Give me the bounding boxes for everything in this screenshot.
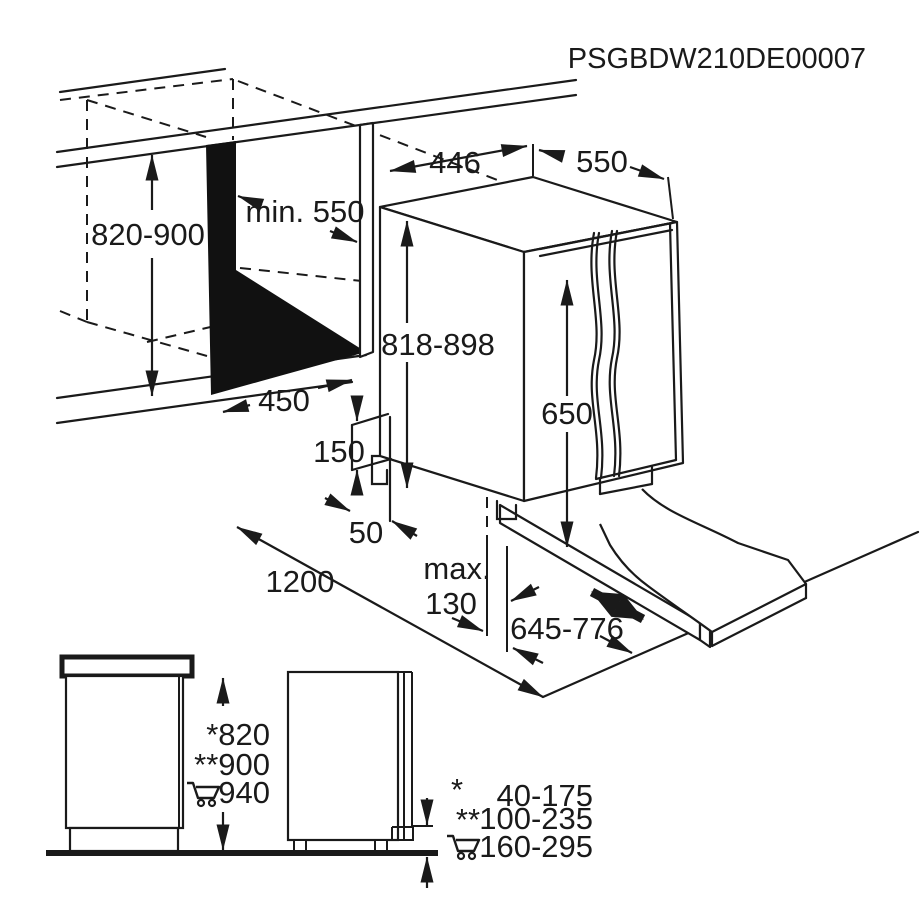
elevation-front-view: *820 **900 940 [59,654,270,853]
worktop-slab [59,654,195,679]
niche-height-label: 820-900 [91,217,205,252]
front-clearance-label: 1200 [266,564,335,599]
plinth [68,826,180,853]
adjustable-foot [293,839,307,852]
niche-right-wall [358,121,375,359]
sliding-plinth-panel [599,488,808,648]
countertop-lines [55,67,578,169]
legend-star-value: 40-175 [496,778,593,813]
appliance-side-body [286,670,400,842]
dim-sliding-range: 645-776 [510,611,633,666]
legend: * 40-175 ** 100-235 160-295 [447,772,593,864]
slide-direction-arrow [589,588,646,623]
elevation-side-view [286,670,434,888]
dim-rear-gap: 50 [324,493,418,550]
sliding-range-label: 645-776 [510,611,624,646]
legend-star-marker: * [451,772,463,807]
dim-niche-depth: min. 550 [237,194,365,244]
top-depth-label: 550 [576,144,628,179]
height-cart-label: 940 [218,775,270,810]
door-length-label: 650 [541,396,593,431]
niche-depth-label: min. 550 [246,194,365,229]
shopping-cart-icon [447,834,481,861]
niche-side-panel-black [206,141,366,395]
height-star-label: *820 [206,717,270,752]
dim-toe-kick: 150 [313,395,365,496]
dim-appliance-height: 818-898 [381,220,495,489]
dim-top-depth: 550 [538,144,674,220]
door-wave-line [590,231,599,480]
dim-niche-height: 820-900 [91,154,205,397]
dim-niche-floor-depth: 450 [222,378,353,418]
niche-floor-depth-label: 450 [258,383,310,418]
height-doublestar-label: **900 [194,747,270,782]
shopping-cart-icon [187,781,221,808]
adjustable-foot [374,839,388,852]
plinth-max-value: 130 [425,586,477,621]
appliance-height-label: 818-898 [381,327,495,362]
drawing-code-title: PSGBDW210DE00007 [568,43,866,75]
legend-cart-value: 160-295 [479,829,593,864]
dim-plinth-max: max. 130 [423,497,540,652]
dim-door-length: 650 [541,279,593,548]
rear-gap-label: 50 [349,515,383,550]
dim-top-width: 446 [389,144,534,180]
plinth-max-word: max. [423,551,490,586]
toe-kick-label: 150 [313,434,365,469]
legend-doublestar-marker: ** [456,802,480,837]
legend-doublestar-value: 100-235 [479,801,593,836]
cabinet-body [64,674,185,830]
box-right-face [522,220,685,503]
top-width-label: 446 [429,145,481,180]
furniture-door-panel [538,221,678,496]
dim-front-clearance: 1200 [236,526,544,698]
